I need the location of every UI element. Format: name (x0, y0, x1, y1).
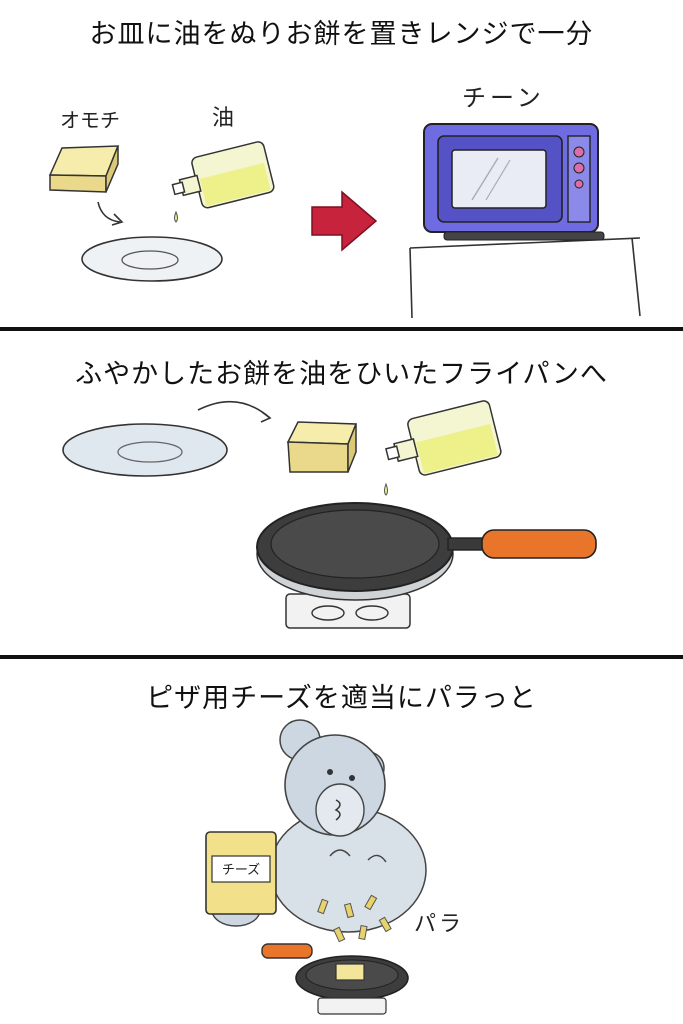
panel-1-illustration (48, 123, 641, 319)
pan-handle (481, 529, 597, 559)
panel-1-caption: お皿に油をぬりお餅を置きレンジで一分 (89, 19, 594, 50)
panel-divider-2 (0, 655, 683, 659)
oil-bottle-illustration (385, 400, 502, 476)
frying-pan-illustration (256, 502, 597, 601)
microwave-sound-label: チーン (462, 84, 545, 112)
cheese-bag-label: チーズ (222, 862, 260, 878)
comic-panel-2: ふやかしたお餅を油をひいたフライパンへ (0, 332, 683, 654)
mochi-label: オモチ (60, 108, 120, 132)
oil-drop (384, 482, 388, 496)
frying-pan-illustration (261, 943, 409, 1015)
plate-illustration (62, 423, 228, 477)
panel-3-caption: ピザ用チーズを適当にパラっと (146, 683, 537, 714)
comic-panel-3: ピザ用チーズを適当にパラっと パラ チーズ (0, 660, 683, 1024)
move-arrow (197, 400, 271, 419)
panel-divider-1 (0, 327, 683, 331)
plate-illustration (81, 236, 223, 282)
pan-handle (261, 943, 313, 959)
stove-burner-illustration (317, 997, 387, 1015)
cheese-bag-illustration (205, 831, 277, 915)
oil-label: 油 (212, 106, 235, 131)
drop-arrow (97, 201, 121, 223)
mochi-in-pan (335, 963, 365, 981)
panel-2-illustration (62, 400, 597, 629)
cheese-shreds-illustration (317, 894, 392, 943)
microwave-illustration (423, 123, 605, 241)
panel-3-illustration: チーズ (205, 719, 427, 1015)
counter-illustration (409, 237, 641, 319)
sprinkle-sound-label: パラ (414, 912, 465, 937)
panel-2-caption: ふやかしたお餅を油をひいたフライパンへ (75, 359, 608, 390)
comic-panel-1: お皿に油をぬりお餅を置きレンジで一分 オモチ 油 チーン (0, 0, 683, 326)
oil-drop (174, 210, 178, 223)
oil-bottle-illustration (171, 141, 275, 209)
mochi-illustration (286, 421, 358, 473)
mochi-illustration (48, 145, 120, 193)
next-step-arrow (311, 190, 378, 252)
